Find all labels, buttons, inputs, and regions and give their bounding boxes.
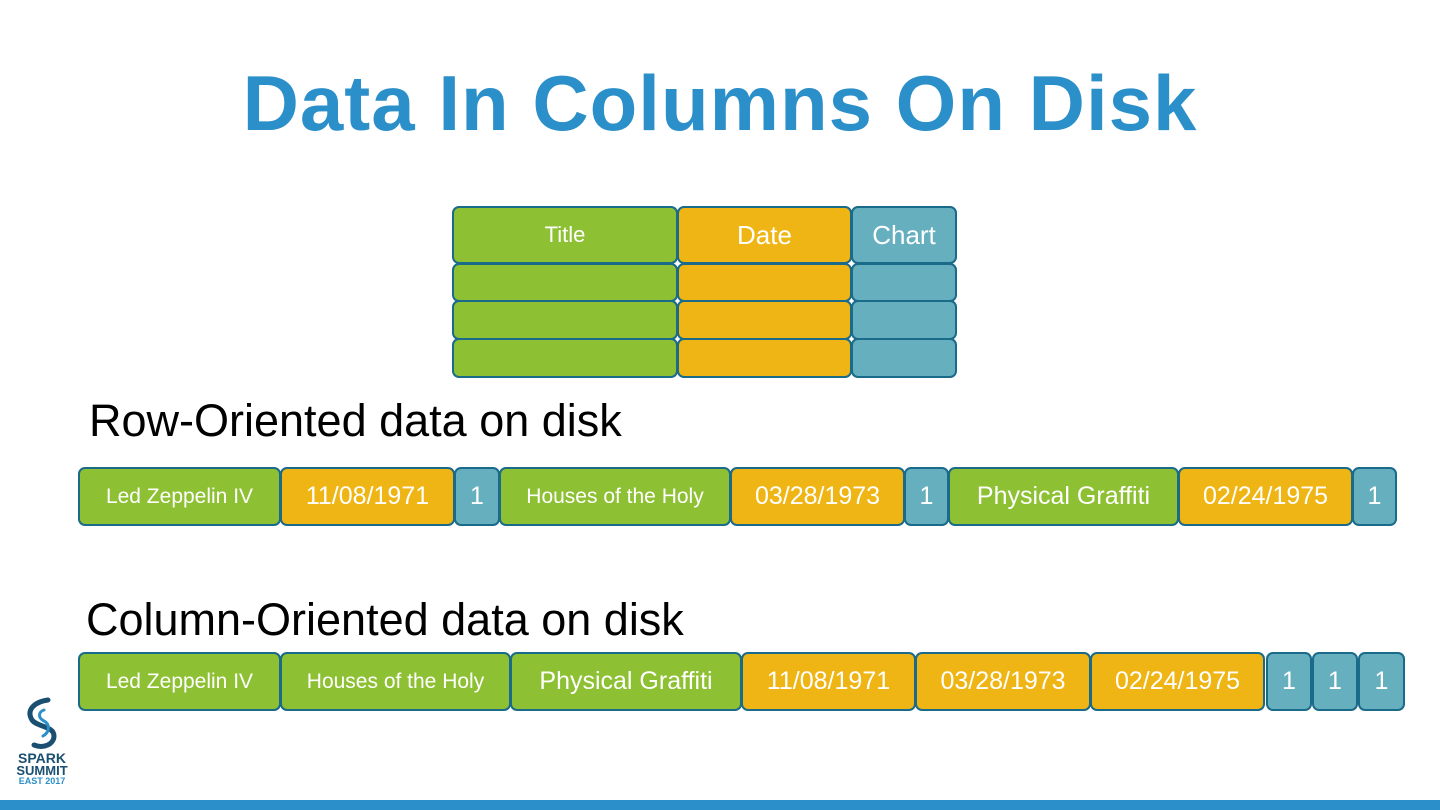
row-cell-title: Led Zeppelin IV [78,467,281,526]
row-oriented-label: Row-Oriented data on disk [89,395,622,446]
column-cell-chart: 1 [1312,652,1358,711]
logo-text-line1: SPARK [18,750,66,766]
column-cell-title: Led Zeppelin IV [78,652,281,711]
table-cell-title [452,338,678,378]
table-cell-chart [851,300,957,340]
row-cell-date: 03/28/1973 [730,467,905,526]
table-cell-date [677,338,852,378]
table-header-date: Date [677,206,852,264]
spark-summit-logo: SPARK SUMMIT EAST 2017 [10,696,74,788]
slide-title: Data In Columns On Disk [242,59,1198,147]
row-cell-chart: 1 [904,467,949,526]
column-oriented-label: Column-Oriented data on disk [86,594,684,645]
table-cell-title [452,300,678,340]
row-cell-date: 02/24/1975 [1178,467,1353,526]
row-cell-title: Houses of the Holy [499,467,731,526]
spark-swirl-icon [27,697,57,749]
column-cell-chart: 1 [1266,652,1312,711]
row-cell-title: Physical Graffiti [948,467,1179,526]
bottom-accent-bar [0,800,1440,810]
table-header-title: Title [452,206,678,264]
row-cell-chart: 1 [1352,467,1397,526]
column-cell-title: Physical Graffiti [510,652,742,711]
logo-text-line2: SUMMIT [16,763,68,778]
column-cell-date: 03/28/1973 [915,652,1091,711]
table-cell-date [677,300,852,340]
table-cell-date [677,263,852,302]
column-cell-date: 02/24/1975 [1090,652,1265,711]
row-cell-date: 11/08/1971 [280,467,455,526]
column-cell-chart: 1 [1358,652,1405,711]
table-cell-chart [851,263,957,302]
table-header-chart: Chart [851,206,957,264]
table-cell-chart [851,338,957,378]
column-cell-title: Houses of the Holy [280,652,511,711]
row-cell-chart: 1 [454,467,500,526]
table-cell-title [452,263,678,302]
column-cell-date: 11/08/1971 [741,652,916,711]
logo-text-line3: EAST 2017 [18,776,66,786]
